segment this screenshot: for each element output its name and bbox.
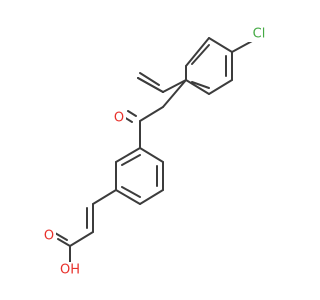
bond [208,37,233,53]
bond [185,79,210,95]
bond [208,79,233,95]
bond [162,79,187,108]
bond [162,79,187,93]
bond [137,77,164,93]
bond [191,44,210,65]
acid-carbonyl-oxygen-atom: O [42,228,56,244]
hydroxyl-label: OH [60,263,80,278]
acid-carbonyl-oxygen-label: O [44,229,54,244]
bond [139,189,164,205]
bonds [54,37,255,263]
bond [57,238,71,247]
bond [54,232,68,241]
atom-labels: Cl O O OH [42,26,270,278]
bond [115,147,141,163]
bond [139,147,164,163]
ketone-oxygen-atom: O [112,110,126,126]
bond [139,72,160,86]
structure-diagram: Cl O O OH [42,26,270,278]
bond [115,189,141,205]
chlorine-label: Cl [253,27,266,42]
bond [127,110,137,117]
bond [185,37,210,67]
bond [121,186,141,198]
bond [69,231,94,247]
bond [139,106,164,122]
ketone-oxygen-label: O [114,111,124,126]
hydroxyl-group: OH [58,262,82,278]
bond [191,81,210,89]
chlorine-atom: Cl [248,26,270,42]
bond [92,189,117,205]
bond [121,154,141,166]
